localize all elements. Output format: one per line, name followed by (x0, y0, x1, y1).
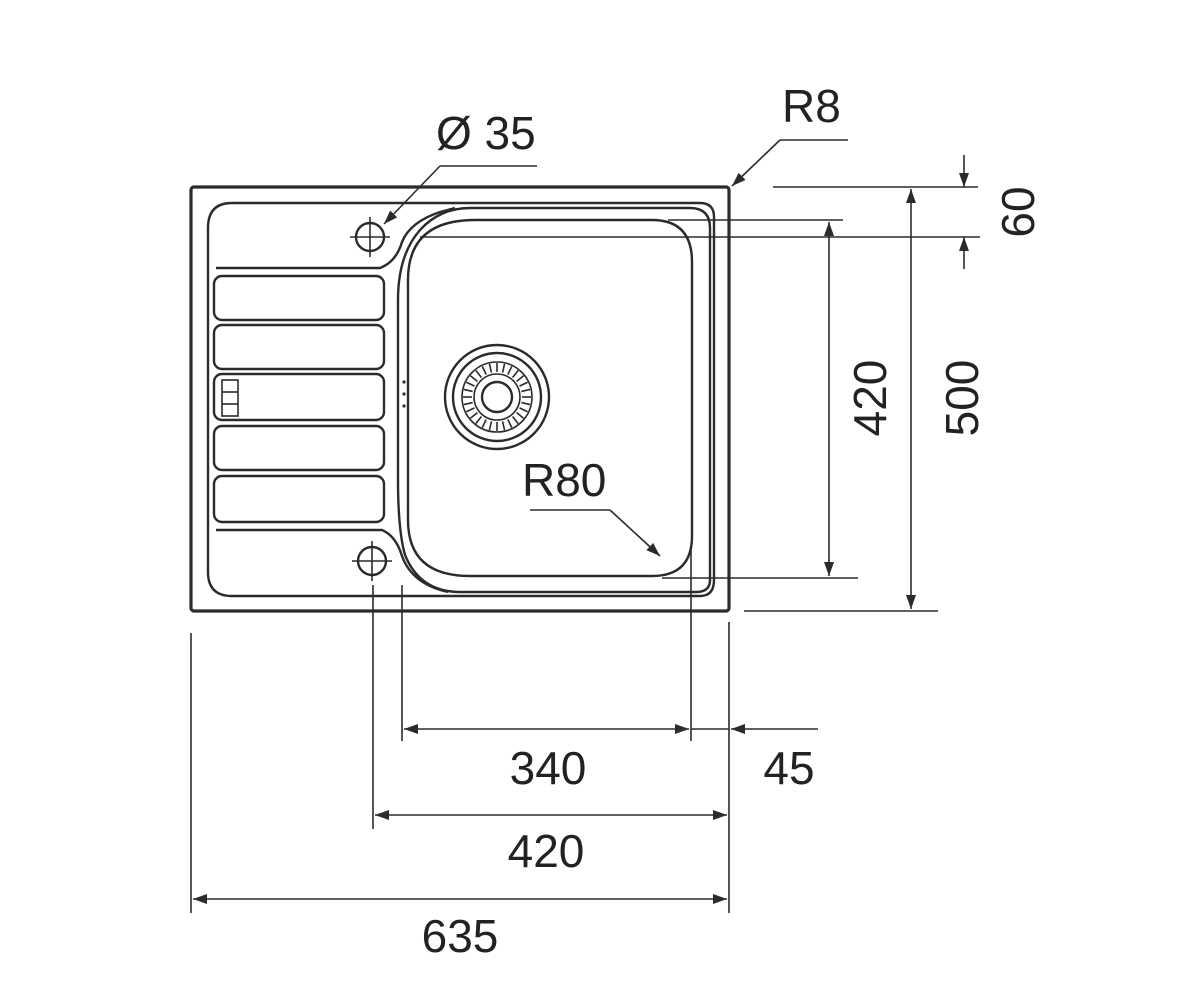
overflow-dot-1 (402, 380, 406, 384)
strainer-slot (521, 388, 531, 393)
strainer-slot (481, 419, 487, 428)
strainer-slot (481, 366, 487, 375)
strainer-slot (516, 375, 525, 383)
strainer-slot (521, 401, 531, 406)
strainer-slot (516, 411, 525, 419)
strainer-slot (501, 363, 506, 373)
overflow-slot (221, 379, 239, 417)
strainer-slot (469, 411, 478, 419)
label-hole-diameter: Ø 35 (436, 107, 536, 159)
leader-r8 (731, 139, 781, 187)
label-right-rim: 45 (763, 742, 814, 794)
strainer-ring-3 (461, 361, 533, 433)
label-bowl-height: 420 (844, 360, 896, 437)
label-bowl-with-rim-width: 420 (508, 825, 585, 877)
strainer-slot (466, 381, 475, 387)
dimension-lines (193, 139, 969, 904)
strainer-slot (501, 421, 506, 431)
label-bowl-width: 340 (510, 742, 587, 794)
strainer-slot (511, 369, 519, 378)
strainer-ring-4 (473, 373, 521, 421)
strainer-slot (463, 401, 473, 406)
strainer-slot (469, 375, 478, 383)
drainer-rib-2 (212, 323, 386, 371)
strainer-slot (519, 407, 528, 413)
label-overall-width: 635 (422, 910, 499, 962)
strainer-slot (488, 363, 493, 373)
strainer-outer-ring (443, 343, 551, 451)
label-corner-radius: R8 (782, 80, 841, 132)
label-rim-depth: 60 (992, 186, 1044, 237)
strainer-slot (463, 388, 473, 393)
sink-inner-rim (206, 201, 716, 598)
extension-lines (190, 186, 980, 913)
leader-diameter (383, 165, 441, 225)
strainer-slot (488, 421, 493, 431)
strainer-slot (507, 366, 513, 375)
label-overall-height: 500 (936, 360, 988, 437)
tap-hole-top (350, 217, 390, 257)
drainer-top-platform (216, 206, 456, 270)
leader-r80 (609, 509, 661, 557)
strainer-center (480, 380, 514, 414)
strainer-slot (475, 369, 483, 378)
drainer-rib-5 (212, 474, 386, 524)
tap-hole-bottom (352, 541, 392, 581)
drainer-rib-1 (212, 274, 386, 322)
strainer-slot (507, 419, 513, 428)
drain-strainer (443, 343, 551, 451)
strainer-slot (511, 416, 519, 425)
sink-bowl (396, 206, 712, 594)
strainer-slot (519, 381, 528, 387)
overflow-dot-3 (402, 404, 406, 408)
sink-body (189, 185, 731, 613)
drainer-area (212, 206, 456, 594)
label-bowl-radius: R80 (522, 454, 606, 506)
drainer-rib-3 (212, 372, 386, 422)
bowl-outer-edge (396, 206, 712, 594)
strainer-spokes (463, 363, 531, 431)
drainer-rib-4 (212, 424, 386, 472)
bowl-inner-edge (406, 218, 694, 578)
overflow-dot-2 (402, 392, 406, 396)
dimension-labels: Ø 35 R8 R80 60 420 500 340 45 420 635 (422, 80, 1044, 962)
strainer-ring-2 (451, 351, 543, 443)
sink-outer-edge (189, 185, 731, 613)
strainer-slot (466, 407, 475, 413)
strainer-slot (475, 416, 483, 425)
